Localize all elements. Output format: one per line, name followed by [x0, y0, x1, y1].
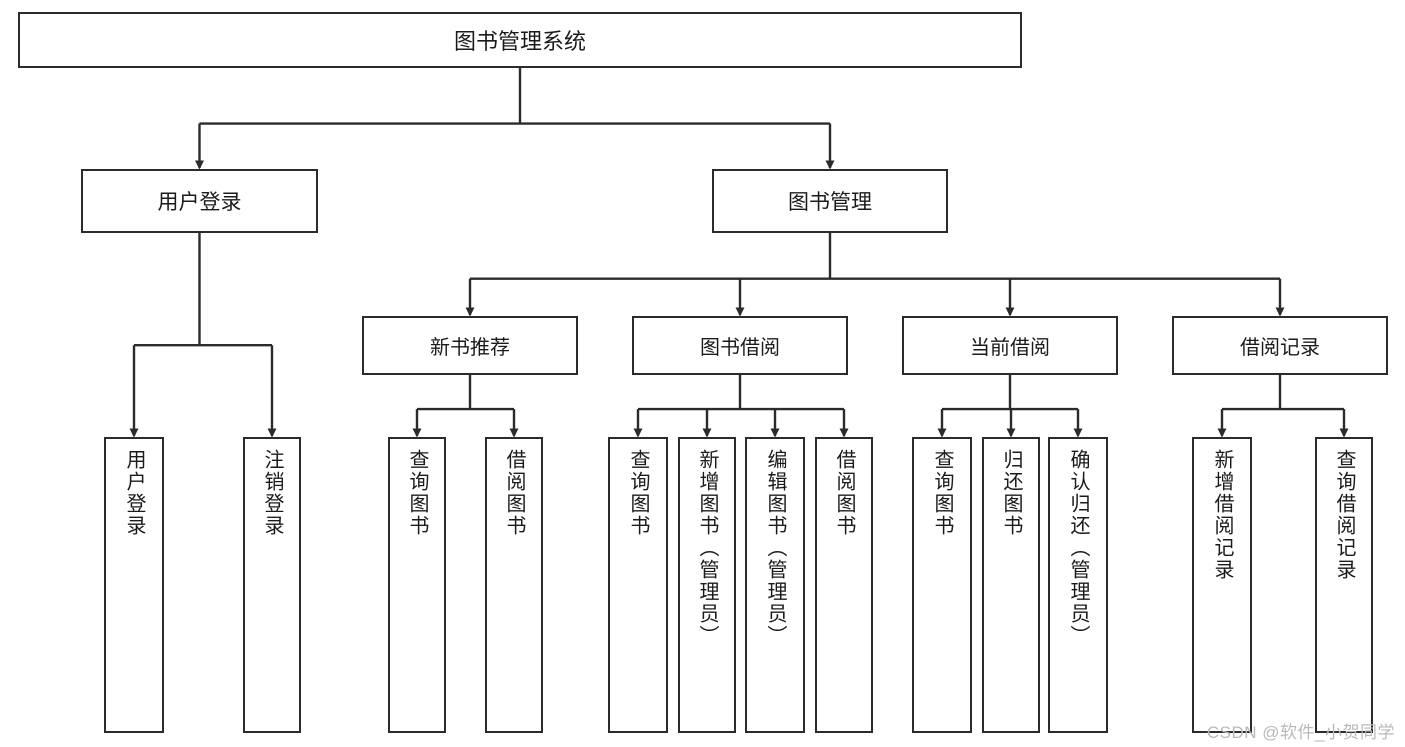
node-leaf-borrow-4[interactable]: 借阅图书	[815, 437, 873, 733]
node-label: 当前借阅	[970, 337, 1050, 359]
node-leaf-new-1[interactable]: 查询图书	[388, 437, 446, 733]
node-label: 图书借阅	[700, 337, 780, 359]
node-label: 新书推荐	[430, 337, 510, 359]
node-label: 借阅图书	[833, 449, 855, 537]
node-leaf-new-2[interactable]: 借阅图书	[485, 437, 543, 733]
node-label: 图书管理	[788, 191, 872, 214]
node-leaf-borrow-3[interactable]: 编辑图书（管理员）	[745, 437, 805, 733]
node-bookmgmt[interactable]: 图书管理	[712, 169, 948, 233]
node-leaf-rec-1[interactable]: 新增借阅记录	[1192, 437, 1252, 733]
node-borrow[interactable]: 图书借阅	[632, 316, 848, 375]
node-label: 查询图书	[627, 449, 649, 537]
node-label: 用户登录	[123, 449, 145, 537]
node-leaf-cur-2[interactable]: 归还图书	[982, 437, 1040, 733]
node-leaf-cur-1[interactable]: 查询图书	[912, 437, 972, 733]
node-label: 查询图书	[406, 449, 428, 537]
node-login[interactable]: 用户登录	[81, 169, 318, 233]
node-root[interactable]: 图书管理系统	[18, 12, 1022, 68]
node-leaf-cur-3[interactable]: 确认归还（管理员）	[1048, 437, 1108, 733]
node-label: 确认归还（管理员）	[1067, 449, 1089, 647]
node-newbook[interactable]: 新书推荐	[362, 316, 578, 375]
node-label: 编辑图书（管理员）	[764, 449, 786, 647]
node-label: 查询图书	[931, 449, 953, 537]
node-label: 图书管理系统	[453, 29, 586, 54]
node-label: 查询借阅记录	[1333, 449, 1355, 581]
node-label: 用户登录	[157, 191, 242, 214]
node-leaf-login-2[interactable]: 注销登录	[243, 437, 301, 733]
node-label: 借阅图书	[503, 449, 525, 537]
node-label: 新增图书（管理员）	[696, 449, 718, 647]
node-label: 新增借阅记录	[1211, 449, 1233, 581]
node-label: 归还图书	[1000, 449, 1022, 537]
node-leaf-borrow-2[interactable]: 新增图书（管理员）	[678, 437, 736, 733]
node-records[interactable]: 借阅记录	[1172, 316, 1388, 375]
node-label: 借阅记录	[1240, 337, 1320, 359]
watermark-label: CSDN @软件_小贺同学	[1206, 723, 1395, 742]
node-leaf-rec-2[interactable]: 查询借阅记录	[1315, 437, 1373, 733]
node-leaf-borrow-1[interactable]: 查询图书	[608, 437, 668, 733]
node-label: 注销登录	[261, 449, 283, 537]
node-current[interactable]: 当前借阅	[902, 316, 1118, 375]
node-leaf-login-1[interactable]: 用户登录	[104, 437, 164, 733]
